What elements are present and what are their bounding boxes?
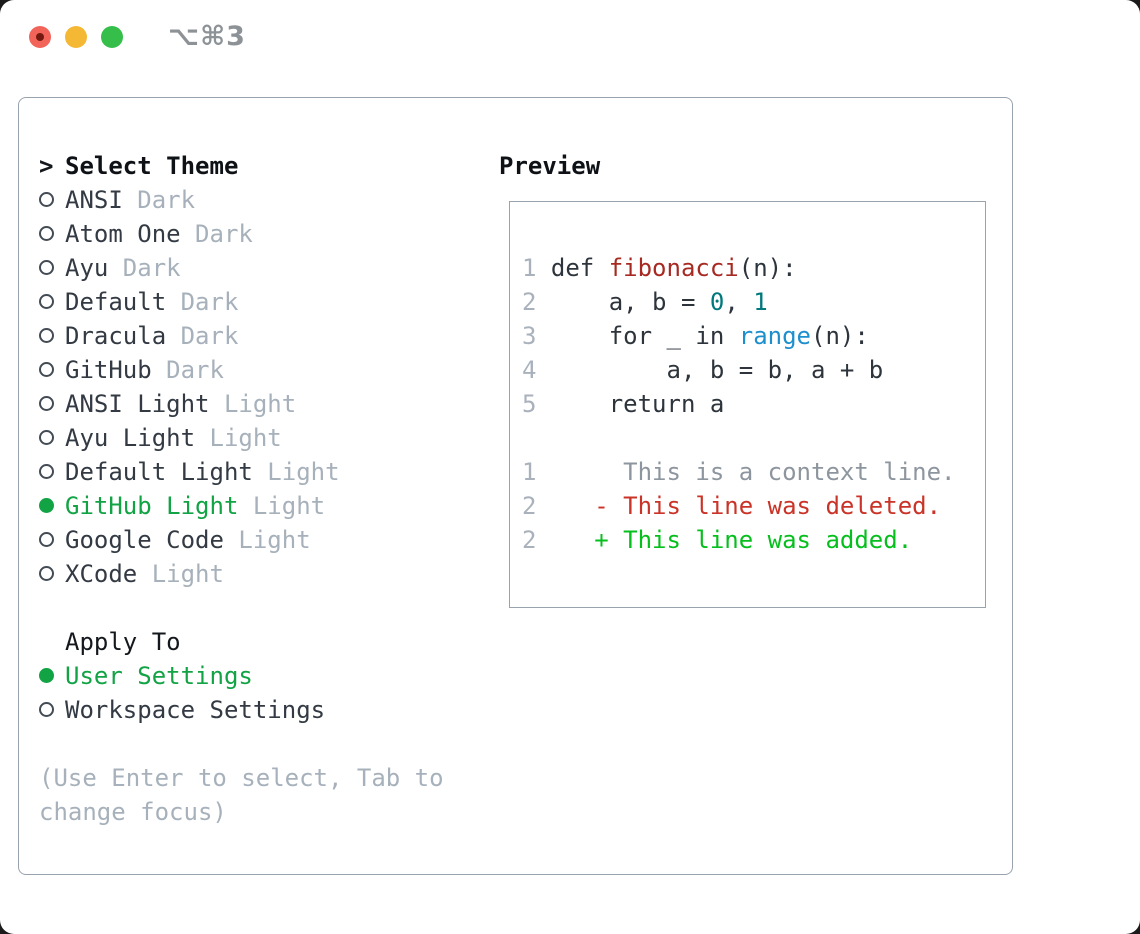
preview-title: Preview xyxy=(499,152,601,180)
apply-to-title: Apply To xyxy=(65,628,181,656)
theme-option-atom-one[interactable]: Atom One Dark xyxy=(39,217,479,251)
line-number: 2 xyxy=(522,492,537,520)
minimize-button[interactable] xyxy=(65,26,87,48)
line-number: 1 xyxy=(522,254,537,282)
diff-line-context: 1 This is a context line. xyxy=(522,458,956,486)
code-line: 4 a, b = b, a + b xyxy=(522,356,884,384)
option-label: GitHub xyxy=(65,356,152,384)
line-number: 4 xyxy=(522,356,537,384)
theme-option-dracula[interactable]: Dracula Dark xyxy=(39,319,479,353)
option-label: GitHub Light xyxy=(65,492,239,520)
theme-option-ansi-light[interactable]: ANSI Light Light xyxy=(39,387,479,421)
theme-option-ayu-light[interactable]: Ayu Light Light xyxy=(39,421,479,455)
theme-option-google-code[interactable]: Google Code Light xyxy=(39,523,479,557)
option-label: Google Code xyxy=(65,526,224,554)
theme-option-xcode[interactable]: XCode Light xyxy=(39,557,479,591)
code-line: 3 for _ in range(n): xyxy=(522,322,869,350)
radio-icon xyxy=(39,421,65,455)
apply-to-header: Apply To xyxy=(39,625,479,659)
help-text: (Use Enter to select, Tab to change focu… xyxy=(39,764,444,826)
recording-dot-icon xyxy=(36,33,44,41)
radio-icon xyxy=(39,285,65,319)
close-button[interactable] xyxy=(29,26,51,48)
code-line: 2 a, b = 0, 1 xyxy=(522,288,768,316)
apply-option-user-settings[interactable]: User Settings xyxy=(39,659,479,693)
option-label: XCode xyxy=(65,560,138,588)
spacer xyxy=(39,727,479,761)
maximize-button[interactable] xyxy=(101,26,123,48)
option-variant-label: Light xyxy=(195,424,282,452)
code-line: 5 return a xyxy=(522,390,725,418)
option-variant-label: Light xyxy=(238,492,326,520)
window-title: ⌥⌘3 xyxy=(168,21,246,52)
line-number: 1 xyxy=(522,458,537,486)
spacer xyxy=(39,591,479,625)
radio-icon xyxy=(39,557,65,591)
option-label: Workspace Settings xyxy=(65,696,326,724)
option-label: Dracula xyxy=(65,322,167,350)
preview-column: Preview 1 def fibonacci(n): 2 a, b = 0, 1… xyxy=(499,149,986,608)
line-number: 3 xyxy=(522,322,537,350)
option-variant-label: Dark xyxy=(151,356,224,384)
line-number: 5 xyxy=(522,390,537,418)
theme-option-github[interactable]: GitHub Dark xyxy=(39,353,479,387)
radio-icon xyxy=(39,217,65,251)
option-variant-label: Light xyxy=(209,390,297,418)
theme-option-ansi[interactable]: ANSI Dark xyxy=(39,183,479,217)
radio-icon xyxy=(39,251,65,285)
diff-line-added: 2 + This line was added. xyxy=(522,526,913,554)
diff-preview: 1 This is a context line. 2 - This line w… xyxy=(522,455,985,557)
option-variant-label: Dark xyxy=(166,288,239,316)
option-variant-label: Light xyxy=(223,526,311,554)
option-label: Atom One xyxy=(65,220,181,248)
option-label: ANSI Light xyxy=(65,390,210,418)
option-variant-label: Dark xyxy=(122,186,196,214)
radio-selected-icon xyxy=(39,489,65,523)
theme-option-ayu[interactable]: Ayu Dark xyxy=(39,251,479,285)
select-theme-title: Select Theme xyxy=(65,152,239,180)
option-label: Default xyxy=(65,288,167,316)
radio-selected-icon xyxy=(39,659,65,693)
line-number: 2 xyxy=(522,526,537,554)
theme-option-github-light[interactable]: GitHub Light Light xyxy=(39,489,479,523)
diff-line-deleted: 2 - This line was deleted. xyxy=(522,492,942,520)
code-preview: 1 def fibonacci(n): 2 a, b = 0, 1 3 for _ … xyxy=(522,251,985,421)
titlebar: ⌥⌘3 xyxy=(0,0,1140,70)
option-variant-label: Light xyxy=(137,560,224,588)
option-label: User Settings xyxy=(65,662,253,690)
radio-icon xyxy=(39,353,65,387)
option-label: Ayu Light xyxy=(65,424,196,452)
select-theme-header: > Select Theme xyxy=(39,149,479,183)
code-line: 1 def fibonacci(n): xyxy=(522,254,797,282)
option-variant-label: Dark xyxy=(180,220,253,248)
theme-option-default[interactable]: Default Dark xyxy=(39,285,479,319)
prompt-arrow-icon: > xyxy=(39,152,54,180)
radio-icon xyxy=(39,319,65,353)
radio-icon xyxy=(39,183,65,217)
spacer xyxy=(522,421,985,455)
option-variant-label: Light xyxy=(252,458,340,486)
radio-icon xyxy=(39,387,65,421)
line-number: 2 xyxy=(522,288,537,316)
radio-icon xyxy=(39,455,65,489)
option-variant-label: Dark xyxy=(108,254,181,282)
preview-box: 1 def fibonacci(n): 2 a, b = 0, 1 3 for _ … xyxy=(509,201,986,608)
option-variant-label: Dark xyxy=(166,322,239,350)
radio-icon xyxy=(39,523,65,557)
option-label: ANSI xyxy=(65,186,123,214)
option-label: Default Light xyxy=(65,458,253,486)
apply-option-workspace-settings[interactable]: Workspace Settings xyxy=(39,693,479,727)
radio-icon xyxy=(39,693,65,727)
option-label: Ayu xyxy=(65,254,109,282)
theme-option-default-light[interactable]: Default Light Light xyxy=(39,455,479,489)
